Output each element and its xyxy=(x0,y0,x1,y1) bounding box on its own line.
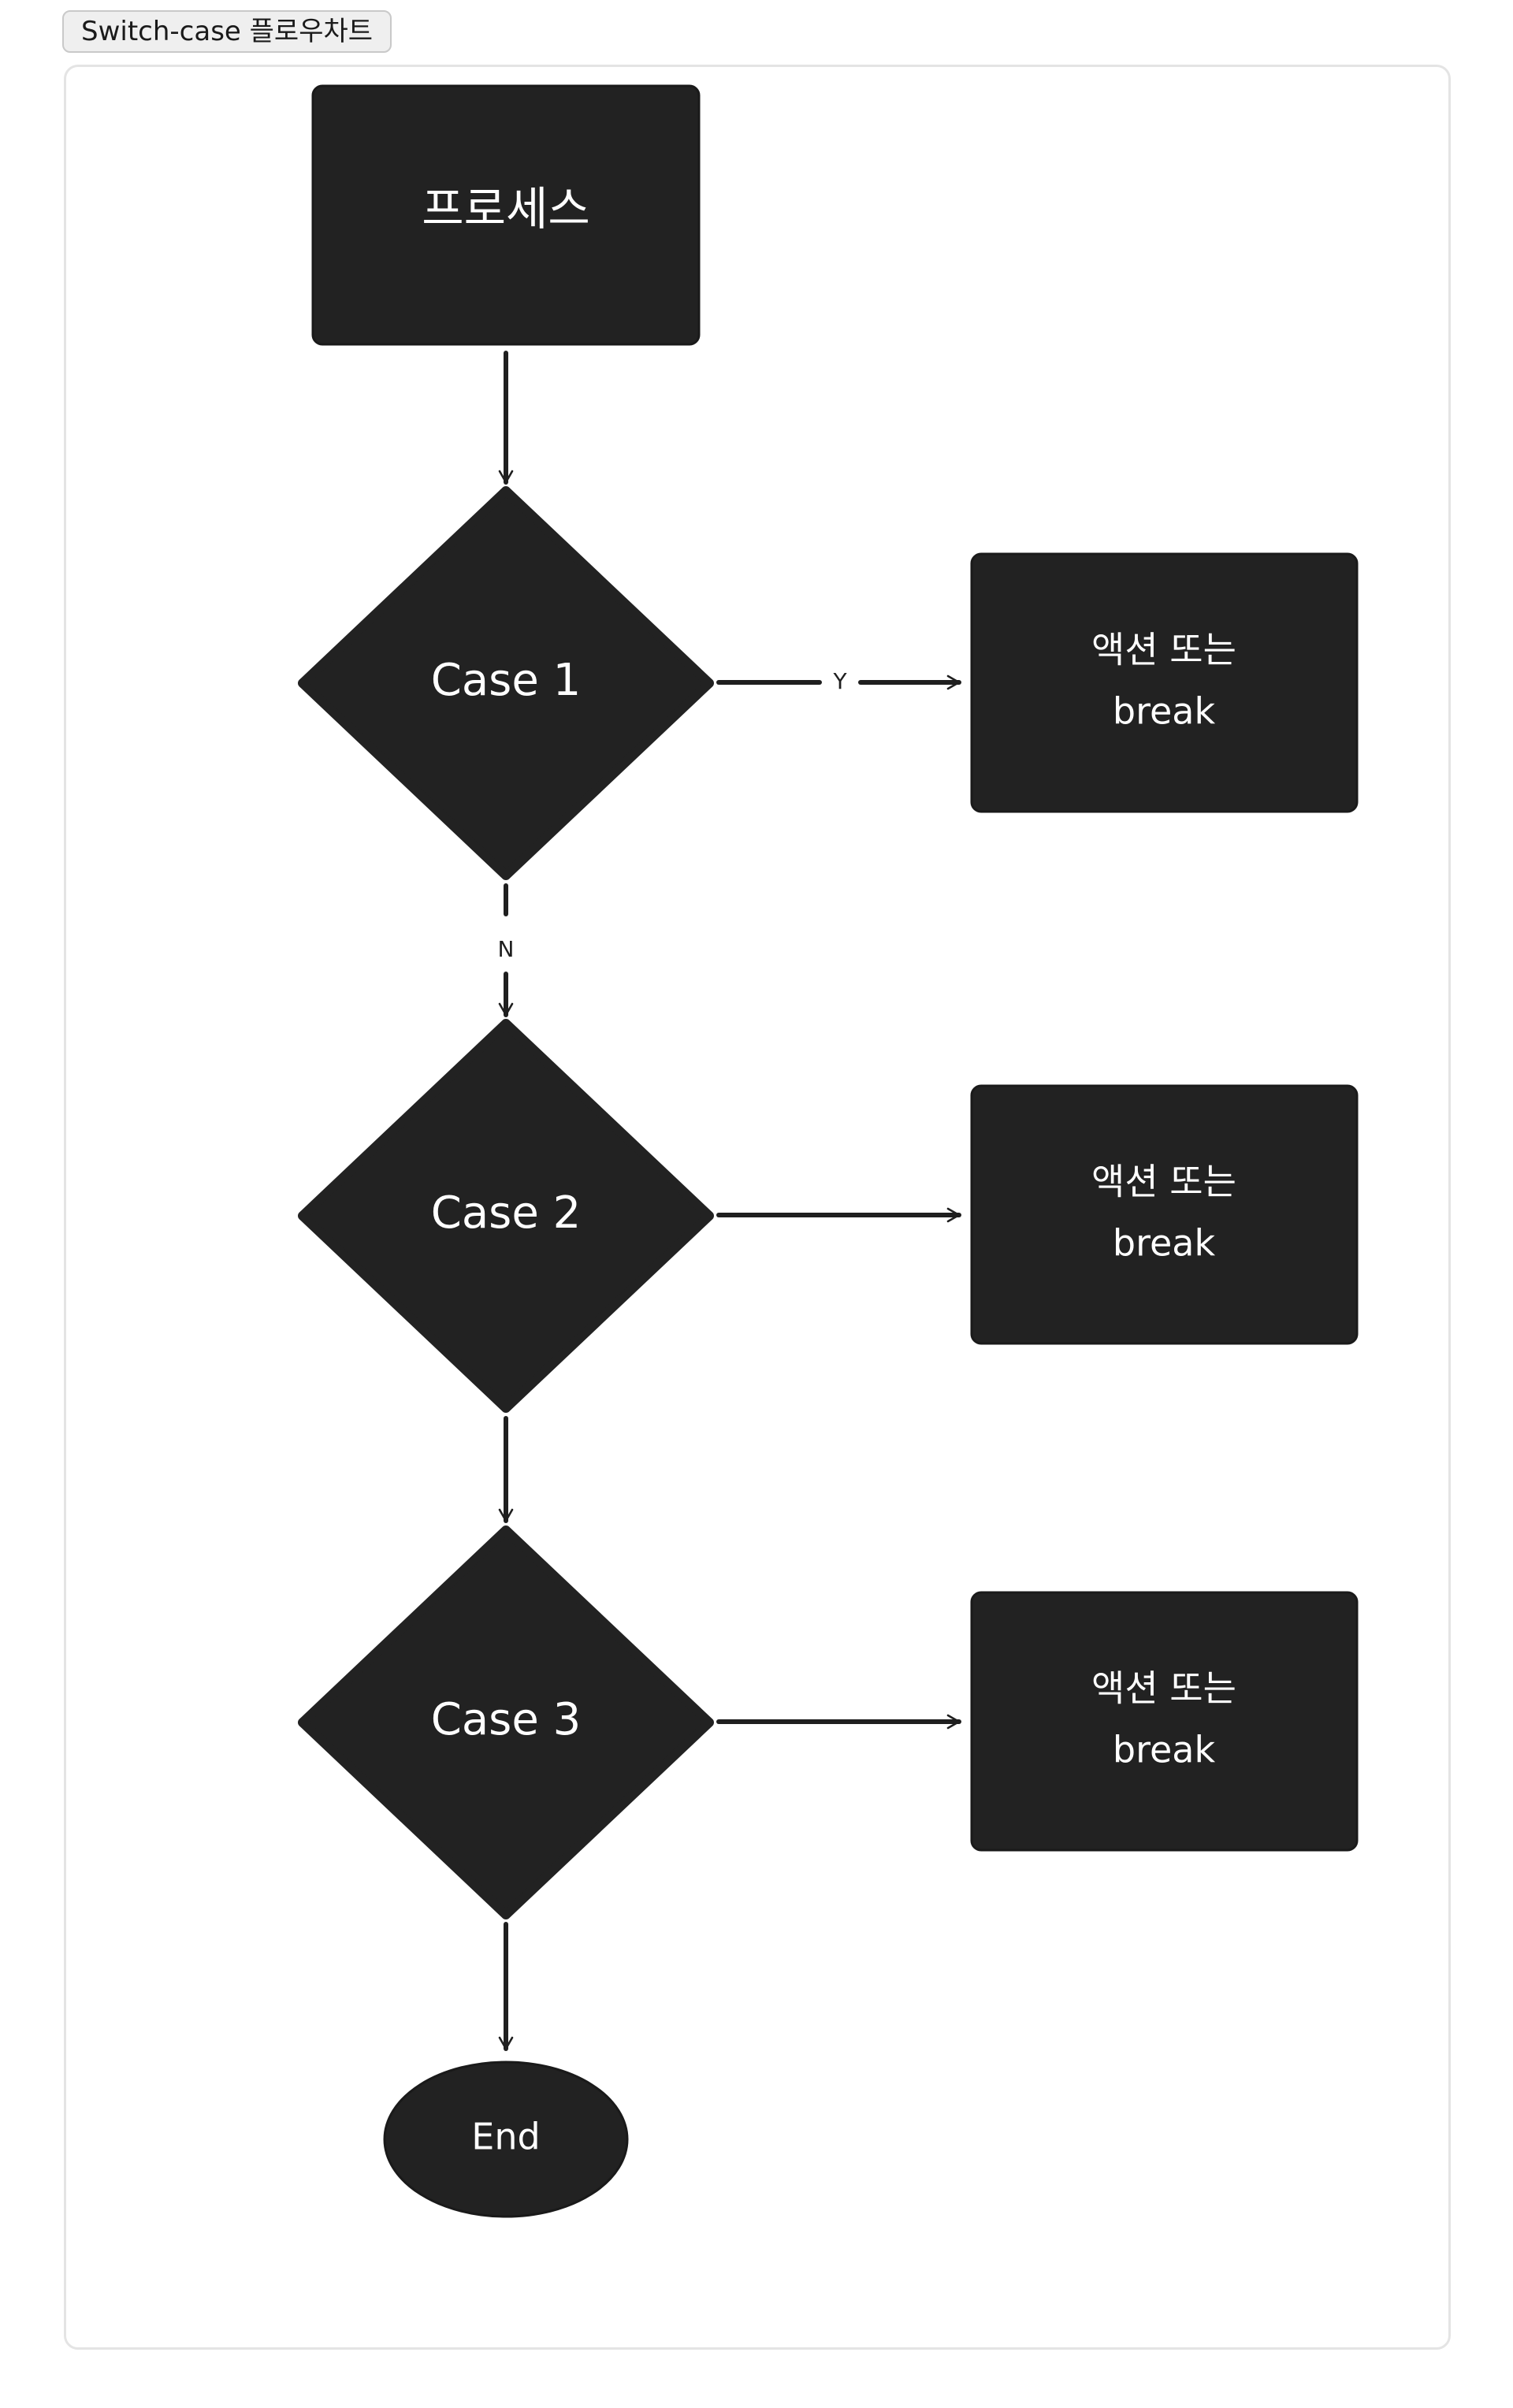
case2-decision[interactable]: Case 2 xyxy=(298,1019,714,1413)
action3-node[interactable]: 액션 또는 break xyxy=(970,1591,1359,1852)
action3-line1: 액션 또는 xyxy=(1091,1667,1236,1710)
case2-label: Case 2 xyxy=(431,1187,581,1239)
action2-node[interactable]: 액션 또는 break xyxy=(970,1084,1359,1345)
case1-decision[interactable]: Case 1 xyxy=(298,486,714,880)
case3-label: Case 3 xyxy=(431,1694,581,1745)
end-label: End xyxy=(471,2116,540,2158)
flowchart-tag-button[interactable]: Switch-case 플로우차트 xyxy=(62,10,392,53)
action2-line2: break xyxy=(1113,1222,1216,1265)
action1-line1: 액션 또는 xyxy=(1091,629,1236,671)
action1-line2: break xyxy=(1113,690,1216,733)
end-node[interactable]: End xyxy=(383,2061,629,2218)
case1-label: Case 1 xyxy=(431,655,581,706)
edge-yes-label: Y xyxy=(832,668,847,694)
process-node-label: 프로세스 xyxy=(422,182,589,236)
edge-no-label: N xyxy=(498,936,515,962)
action1-node[interactable]: 액션 또는 break xyxy=(970,552,1359,813)
action3-line2: break xyxy=(1113,1729,1216,1771)
case3-decision[interactable]: Case 3 xyxy=(298,1525,714,1919)
action2-line1: 액션 또는 xyxy=(1091,1161,1236,1203)
process-node[interactable]: 프로세스 xyxy=(311,84,701,346)
